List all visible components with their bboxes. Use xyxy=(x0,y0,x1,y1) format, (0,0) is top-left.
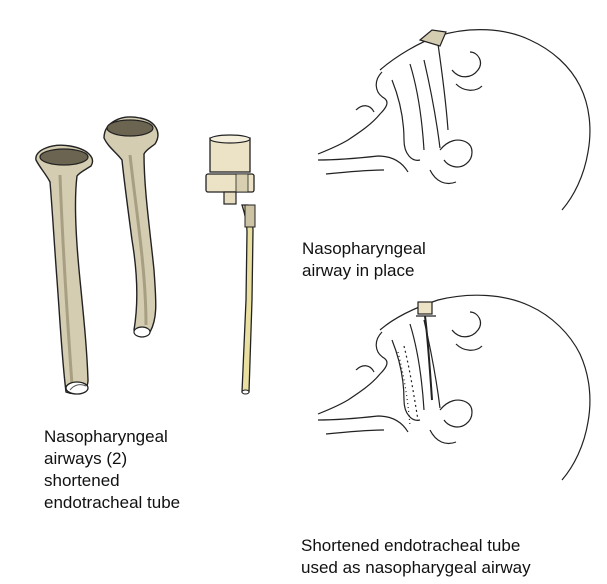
caption-et-tube-as-airway: Shortened endotracheal tube used as naso… xyxy=(301,535,606,579)
shortened-endotracheal-tube xyxy=(206,135,255,394)
nasopharyngeal-airway-right xyxy=(104,117,158,337)
caption-airway-in-place: Nasopharyngeal airway in place xyxy=(302,238,542,282)
nasopharyngeal-airway-left xyxy=(36,145,93,394)
head-sketch-airway-in-place xyxy=(318,30,590,210)
head-sketch-et-tube-in-place xyxy=(318,295,590,480)
caption-airways-and-tube: Nasopharyngeal airways (2) shortened end… xyxy=(44,426,264,514)
